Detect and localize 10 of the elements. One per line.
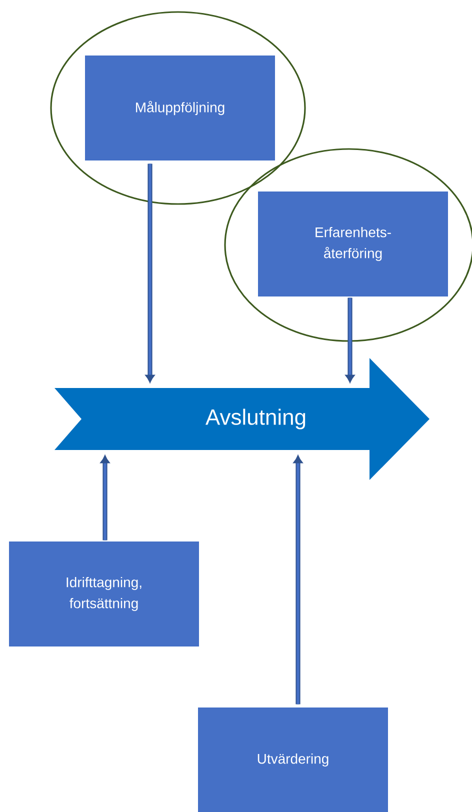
arrow [345, 298, 355, 383]
arrow [145, 164, 155, 383]
ellipse-outline [50, 11, 306, 205]
process-box: Erfarenhets- återföring [258, 192, 448, 296]
arrow [100, 455, 110, 540]
arrow [293, 455, 303, 704]
process-box: Måluppföljning [85, 56, 275, 160]
ellipse-outline [224, 148, 472, 342]
process-box: Utvärdering [198, 708, 388, 812]
process-box: Idrifttagning, fortsättning [9, 542, 199, 646]
